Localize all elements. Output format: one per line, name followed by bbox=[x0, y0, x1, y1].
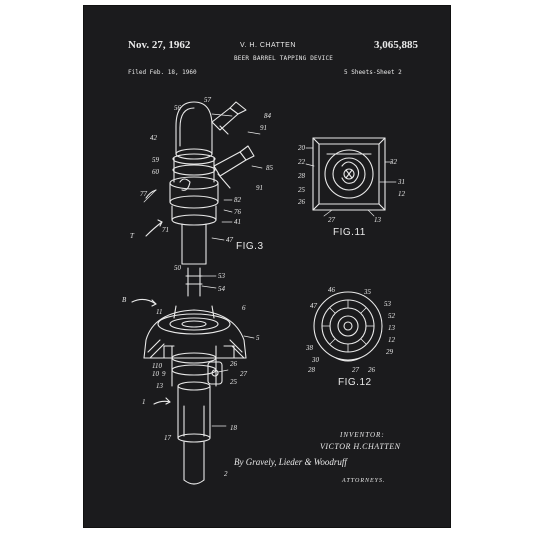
fig12-drawing bbox=[314, 292, 382, 361]
numeral: 60 bbox=[152, 168, 160, 176]
numeral: 26 bbox=[298, 198, 306, 206]
numeral: 28 bbox=[298, 172, 306, 180]
numeral: 13 bbox=[388, 324, 396, 332]
numeral: 18 bbox=[230, 424, 238, 432]
fig11-drawing bbox=[313, 138, 385, 210]
numeral: 6 bbox=[242, 304, 246, 312]
fig11-numerals: 20 22 28 25 26 32 31 12 27 13 bbox=[298, 144, 406, 224]
figure-label-fig3: FIG.3 bbox=[236, 241, 264, 252]
numeral: B bbox=[122, 296, 127, 304]
leader-lines bbox=[144, 114, 396, 426]
numeral: 26 bbox=[368, 366, 376, 374]
numeral: 28 bbox=[308, 366, 316, 374]
numeral: 27 bbox=[240, 370, 248, 378]
numeral: 54 bbox=[218, 285, 226, 293]
numeral: 57 bbox=[204, 96, 212, 104]
numeral: 1 bbox=[142, 398, 146, 406]
attorneys-label: ATTORNEYS. bbox=[342, 478, 386, 484]
inventor-label: INVENTOR: bbox=[340, 431, 385, 439]
numeral: 76 bbox=[234, 208, 242, 216]
numeral: 9 bbox=[162, 370, 166, 378]
patent-date: Nov. 27, 1962 bbox=[128, 39, 191, 51]
numeral: 12 bbox=[388, 336, 396, 344]
figure-label-fig11: FIG.11 bbox=[333, 227, 366, 238]
numeral: 84 bbox=[264, 112, 272, 120]
numeral: 20 bbox=[298, 144, 306, 152]
attorneys-signature-text: By Gravely, Lieder & Woodruff bbox=[234, 457, 347, 467]
numeral: 59 bbox=[152, 156, 160, 164]
numeral: 77 bbox=[140, 190, 148, 198]
numeral: 53 bbox=[384, 300, 392, 308]
numeral: 47 bbox=[226, 236, 234, 244]
sheet-count: 5 Sheets-Sheet 2 bbox=[344, 69, 402, 76]
numeral: 31 bbox=[397, 178, 405, 186]
fig3-valve-body bbox=[132, 299, 246, 484]
fig12-numerals: 46 35 47 53 52 13 12 38 29 30 28 27 26 bbox=[305, 286, 396, 374]
figure-label-fig12: FIG.12 bbox=[338, 377, 372, 388]
numeral: 82 bbox=[234, 196, 242, 204]
numeral: 46 bbox=[328, 286, 336, 294]
patent-inventor-header: V. H. CHATTEN bbox=[240, 42, 296, 49]
numeral: 91 bbox=[256, 184, 263, 192]
numeral: 32 bbox=[389, 158, 398, 166]
numeral: 52 bbox=[388, 312, 396, 320]
numeral: 38 bbox=[305, 344, 314, 352]
numeral: 42 bbox=[150, 134, 158, 142]
numeral: 110 bbox=[152, 362, 162, 370]
numeral: 25 bbox=[230, 378, 238, 386]
numeral: 13 bbox=[156, 382, 164, 390]
numeral: 41 bbox=[234, 218, 241, 226]
filed-date: Filed Feb. 18, 1960 bbox=[128, 69, 197, 76]
inventor-name: VICTOR H.CHATTEN bbox=[320, 442, 401, 451]
numeral: 56 bbox=[174, 104, 182, 112]
numeral: 11 bbox=[156, 308, 162, 316]
numeral: 47 bbox=[310, 302, 318, 310]
fig3-upper-numerals: 56 57 84 91 42 85 59 60 91 77 82 76 41 7… bbox=[130, 96, 274, 244]
numeral: 13 bbox=[374, 216, 382, 224]
numeral: 5 bbox=[256, 334, 260, 342]
numeral: 27 bbox=[328, 216, 336, 224]
numeral: 53 bbox=[218, 272, 226, 280]
numeral: 12 bbox=[398, 190, 406, 198]
numeral: 22 bbox=[298, 158, 306, 166]
numeral: T bbox=[130, 232, 135, 240]
numeral: 25 bbox=[298, 186, 306, 194]
patent-number: 3,065,885 bbox=[374, 39, 418, 51]
numeral: 85 bbox=[266, 164, 274, 172]
numeral: 29 bbox=[386, 348, 394, 356]
numeral: 27 bbox=[352, 366, 360, 374]
patent-poster: Nov. 27, 1962 V. H. CHATTEN 3,065,885 BE… bbox=[84, 6, 450, 527]
numeral: 71 bbox=[162, 226, 169, 234]
fig3-lower-numerals: 50 53 54 B 11 6 5 110 9 10 13 26 25 27 1… bbox=[122, 264, 260, 478]
numeral: 91 bbox=[260, 124, 267, 132]
patent-title: BEER BARREL TAPPING DEVICE bbox=[234, 55, 334, 62]
numeral: 2 bbox=[224, 470, 228, 478]
patent-drawing: 56 57 84 91 42 85 59 60 91 77 82 76 41 7… bbox=[122, 96, 406, 527]
numeral: 35 bbox=[363, 288, 372, 296]
numeral: 30 bbox=[311, 356, 320, 364]
numeral: 26 bbox=[230, 360, 238, 368]
numeral: 10 bbox=[152, 370, 160, 378]
numeral: 50 bbox=[174, 264, 182, 272]
numeral: 17 bbox=[164, 434, 172, 442]
fig3-tap-head bbox=[146, 102, 254, 296]
